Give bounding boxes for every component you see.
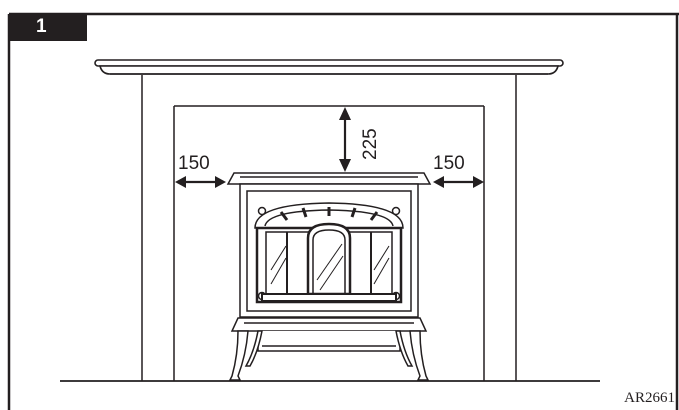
mantel-shelf xyxy=(94,59,564,75)
step-badge xyxy=(9,13,87,41)
stove xyxy=(226,172,432,381)
right-clearance-label: 150 xyxy=(433,153,465,174)
dimension-arrows xyxy=(175,107,484,188)
figure-reference-code: AR2661 xyxy=(624,390,675,406)
left-clearance-label: 150 xyxy=(178,153,210,174)
top-clearance-label: 225 xyxy=(360,128,381,160)
fireplace-surround xyxy=(141,75,517,381)
glass-reflections xyxy=(270,243,390,291)
step-number: 1 xyxy=(36,16,47,37)
stove-base xyxy=(230,317,428,332)
left-clearance-arrow xyxy=(175,176,226,188)
top-clearance-arrow xyxy=(339,107,351,172)
stove-legs xyxy=(228,330,430,381)
right-clearance-arrow xyxy=(433,176,484,188)
figure-frame xyxy=(7,12,679,410)
stove-top-plate xyxy=(226,172,432,185)
